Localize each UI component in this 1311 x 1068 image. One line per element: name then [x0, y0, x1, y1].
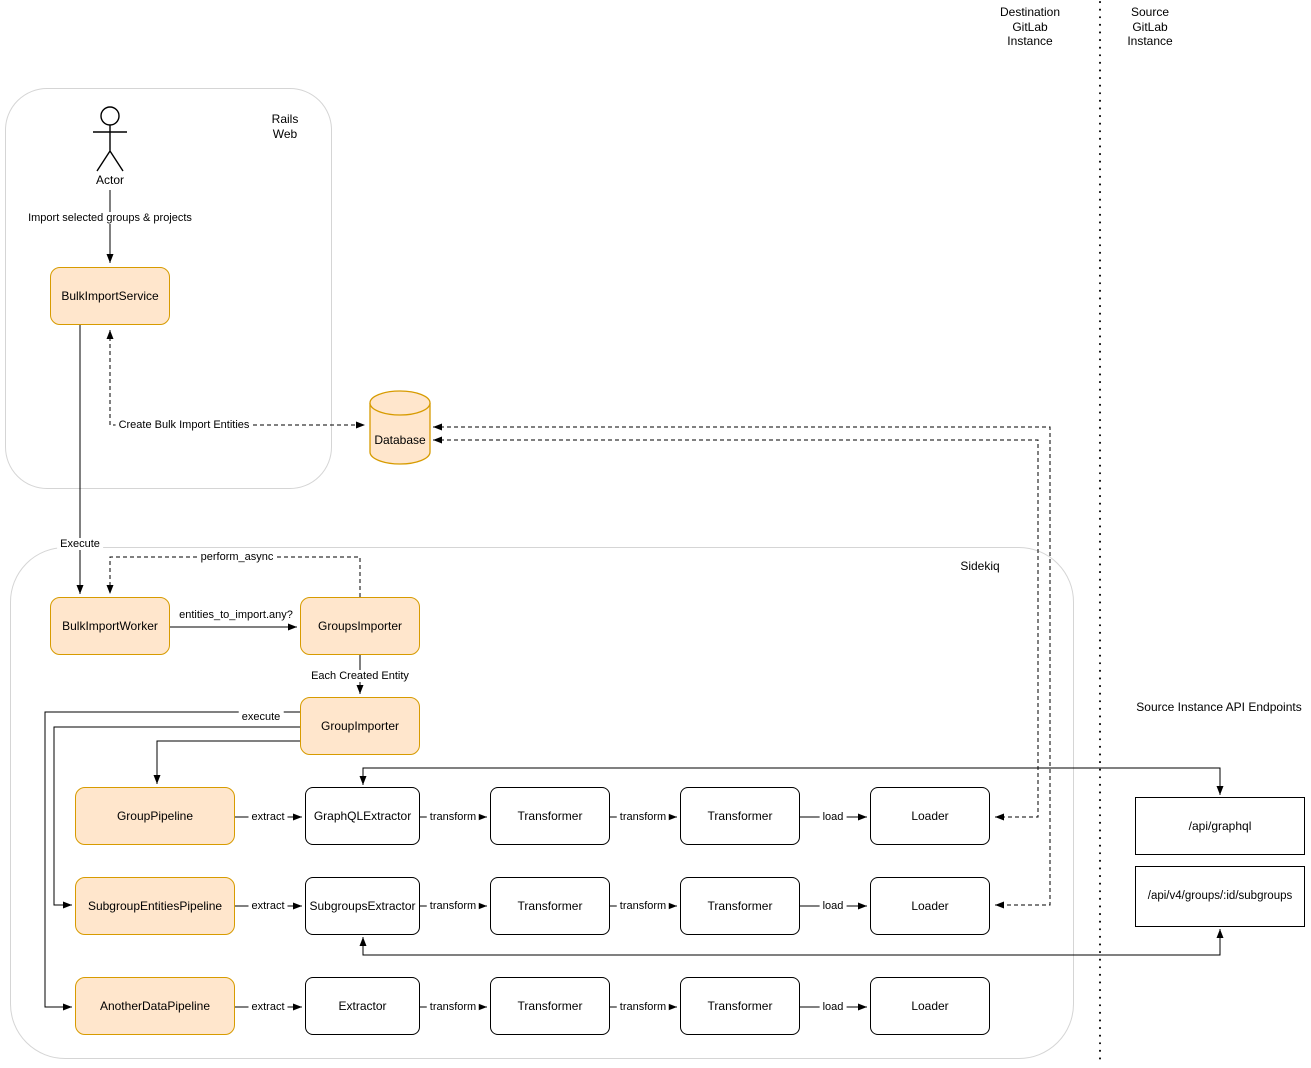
node-transformer-r2c2: Transformer [680, 877, 800, 935]
node-subgroupentitiespipeline: SubgroupEntitiesPipeline [75, 877, 235, 935]
edge-label-perform-async: perform_async [197, 551, 277, 563]
edge-label-load-row2: load [819, 900, 847, 912]
actor-label: Actor [95, 173, 125, 187]
node-subgroupsextractor: SubgroupsExtractor [305, 877, 420, 935]
node-loader-r1: Loader [870, 787, 990, 845]
edge-label-extract-row3: extract [248, 1001, 288, 1013]
sidekiq-label: Sidekiq [960, 559, 1000, 573]
edge-label-transform1-row1: transform [426, 811, 480, 823]
node-graphqlextractor: GraphQLExtractor [305, 787, 420, 845]
node-loader-r3: Loader [870, 977, 990, 1035]
node-groupsimporter: GroupsImporter [300, 597, 420, 655]
node-transformer-r1c2: Transformer [680, 787, 800, 845]
edge-label-transform2-row2: transform [616, 900, 670, 912]
node-anotherdatapipeline: AnotherDataPipeline [75, 977, 235, 1035]
node-api-graphql-endpoint: /api/graphql [1135, 797, 1305, 855]
node-transformer-r2c1: Transformer [490, 877, 610, 935]
edge-label-load-row3: load [819, 1001, 847, 1013]
database-cylinder-icon [369, 390, 431, 465]
node-api-subgroups-endpoint: /api/v4/groups/:id/subgroups [1135, 866, 1305, 927]
edge-label-transform2-row3: transform [616, 1001, 670, 1013]
api-endpoints-title: Source Instance API Endpoints [1136, 700, 1302, 714]
edge-label-load-row1: load [819, 811, 847, 823]
node-transformer-r3c1: Transformer [490, 977, 610, 1035]
node-loader-r2: Loader [870, 877, 990, 935]
rails-web-label: Rails Web [271, 112, 299, 141]
database-label: Database [374, 433, 426, 447]
edge-label-each-created-entity: Each Created Entity [308, 670, 412, 682]
edge-label-create-bulk-import-entities: Create Bulk Import Entities [115, 419, 253, 431]
node-transformer-r1c1: Transformer [490, 787, 610, 845]
node-extractor: Extractor [305, 977, 420, 1035]
edge-label-extract-row2: extract [248, 900, 288, 912]
edge-label-transform1-row2: transform [426, 900, 480, 912]
edge-label-entities-to-import: entities_to_import.any? [179, 609, 293, 621]
edge-label-transform1-row3: transform [426, 1001, 480, 1013]
destination-instance-label: Destination GitLab Instance [999, 5, 1061, 48]
node-bulkimportworker: BulkImportWorker [50, 597, 170, 655]
edge-label-transform2-row1: transform [616, 811, 670, 823]
edge-label-import-selected: Import selected groups & projects [25, 212, 195, 224]
edge-label-extract-row1: extract [248, 811, 288, 823]
rails-web-container [5, 88, 332, 489]
edge-label-execute-service: Execute [57, 538, 103, 550]
node-groupimporter: GroupImporter [300, 697, 420, 755]
node-grouppipeline: GroupPipeline [75, 787, 235, 845]
node-bulkimportservice: BulkImportService [50, 267, 170, 325]
edge-label-execute: execute [238, 711, 284, 723]
source-instance-label: Source GitLab Instance [1127, 5, 1173, 48]
node-transformer-r3c2: Transformer [680, 977, 800, 1035]
